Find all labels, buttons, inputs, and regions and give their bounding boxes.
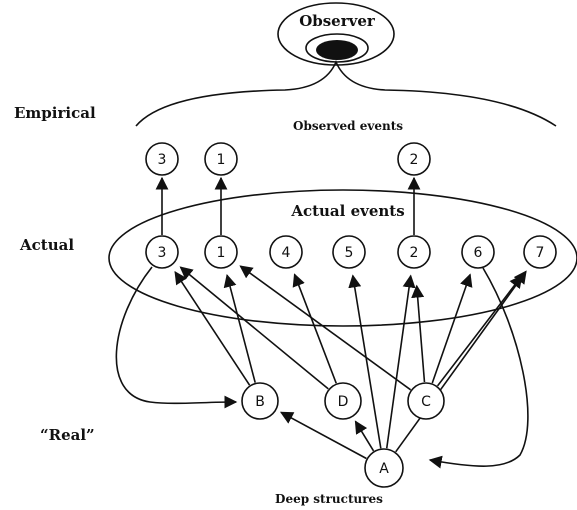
actual-event-node: 3 bbox=[145, 235, 179, 269]
causal-arrow bbox=[431, 273, 473, 384]
actual-event-node: 6 bbox=[461, 235, 495, 269]
deep-structures-caption: Deep structures bbox=[275, 492, 383, 506]
causal-arrow bbox=[436, 274, 523, 387]
mechanism-node: B bbox=[241, 382, 279, 420]
observed-event-node: 1 bbox=[204, 142, 238, 176]
causal-arrow bbox=[395, 270, 527, 453]
actual-event-label: 4 bbox=[282, 245, 291, 261]
causal-arrow bbox=[223, 273, 256, 383]
mechanism-label: D bbox=[338, 394, 349, 410]
observed-event-label: 3 bbox=[158, 152, 167, 168]
actual-domain-ellipse bbox=[108, 189, 577, 327]
causal-arrow bbox=[279, 411, 367, 460]
level-actual-label: Actual bbox=[19, 236, 74, 254]
deep-structure-node: A bbox=[364, 448, 404, 488]
observer-eye-icon bbox=[277, 2, 395, 66]
observed-events-caption: Observed events bbox=[293, 119, 403, 133]
observed-event-node: 3 bbox=[145, 142, 179, 176]
actual-event-node: 7 bbox=[523, 235, 557, 269]
actual-events-caption: Actual events bbox=[290, 202, 404, 220]
causal-arrow bbox=[174, 270, 251, 386]
causal-arrow bbox=[411, 284, 426, 383]
feedback-arrow bbox=[428, 267, 529, 469]
causal-arrow bbox=[179, 266, 329, 390]
causal-arrow bbox=[292, 273, 337, 384]
observed-event-label: 2 bbox=[410, 152, 419, 168]
actual-event-label: 3 bbox=[158, 245, 167, 261]
observer-label: Observer bbox=[299, 12, 376, 30]
deep-structure-label: A bbox=[379, 461, 389, 477]
observation-brace bbox=[135, 59, 557, 127]
mechanism-label: C bbox=[421, 394, 431, 410]
feedback-arrow bbox=[115, 266, 238, 409]
actual-event-label: 7 bbox=[536, 245, 545, 261]
actual-event-node: 4 bbox=[269, 235, 303, 269]
actual-event-node: 1 bbox=[204, 235, 238, 269]
level-real-label: “Real” bbox=[40, 426, 95, 444]
causal-arrow bbox=[239, 265, 412, 391]
mechanism-node: C bbox=[407, 382, 445, 420]
causal-arrows bbox=[115, 176, 529, 469]
causal-arrow bbox=[354, 420, 375, 452]
actual-event-label: 6 bbox=[474, 245, 483, 261]
actual-event-node: 2 bbox=[397, 235, 431, 269]
observed-event-node: 2 bbox=[397, 142, 431, 176]
causal-arrow bbox=[385, 274, 416, 449]
level-empirical-label: Empirical bbox=[14, 104, 96, 122]
actual-event-label: 2 bbox=[410, 245, 419, 261]
mechanism-node: D bbox=[324, 382, 362, 420]
actual-event-label: 1 bbox=[217, 245, 226, 261]
mechanism-label: B bbox=[255, 394, 265, 410]
actual-event-node: 5 bbox=[332, 235, 366, 269]
actual-event-label: 5 bbox=[345, 245, 354, 261]
causal-arrow bbox=[348, 274, 382, 449]
observed-event-label: 1 bbox=[217, 152, 226, 168]
